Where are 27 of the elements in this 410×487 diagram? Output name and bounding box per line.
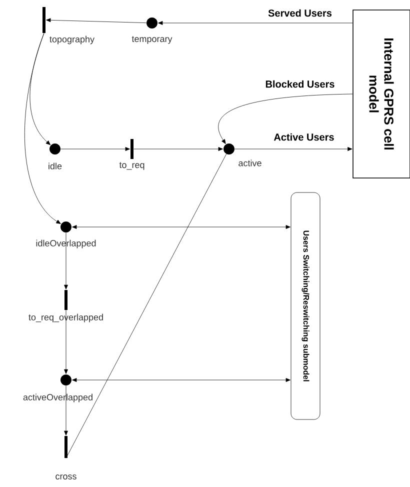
place-label: temporary — [132, 36, 172, 44]
transition-label: cross — [56, 474, 76, 480]
arrow — [72, 225, 290, 229]
arrow — [218, 94, 353, 144]
transition-label: to_req_overlapped — [28, 314, 103, 322]
edge-label: Active Users — [274, 133, 334, 141]
submodel-box: Users Switching/Reswitching submodel — [290, 192, 320, 420]
arrow — [72, 378, 290, 382]
arrow — [46, 18, 146, 24]
model-box: Internal GPRS cell model — [352, 10, 410, 178]
place-label: activeOverlapped — [23, 394, 92, 402]
arrow — [158, 21, 353, 25]
arrow — [64, 310, 68, 374]
arrow — [234, 147, 352, 151]
place-label: idle — [48, 162, 62, 170]
arrow — [60, 147, 130, 151]
arrow — [64, 232, 68, 290]
place-label: idleOverlapped — [36, 240, 96, 248]
transition-label: to_req — [119, 162, 144, 170]
arrow — [24, 33, 61, 224]
arrow — [30, 33, 51, 146]
edge-label: Blocked Users — [266, 80, 334, 88]
edge-label: Served Users — [268, 9, 332, 17]
place-label: active — [238, 160, 262, 166]
arrow — [64, 386, 68, 436]
transition-label: topography — [50, 36, 94, 44]
arrow — [134, 147, 223, 151]
